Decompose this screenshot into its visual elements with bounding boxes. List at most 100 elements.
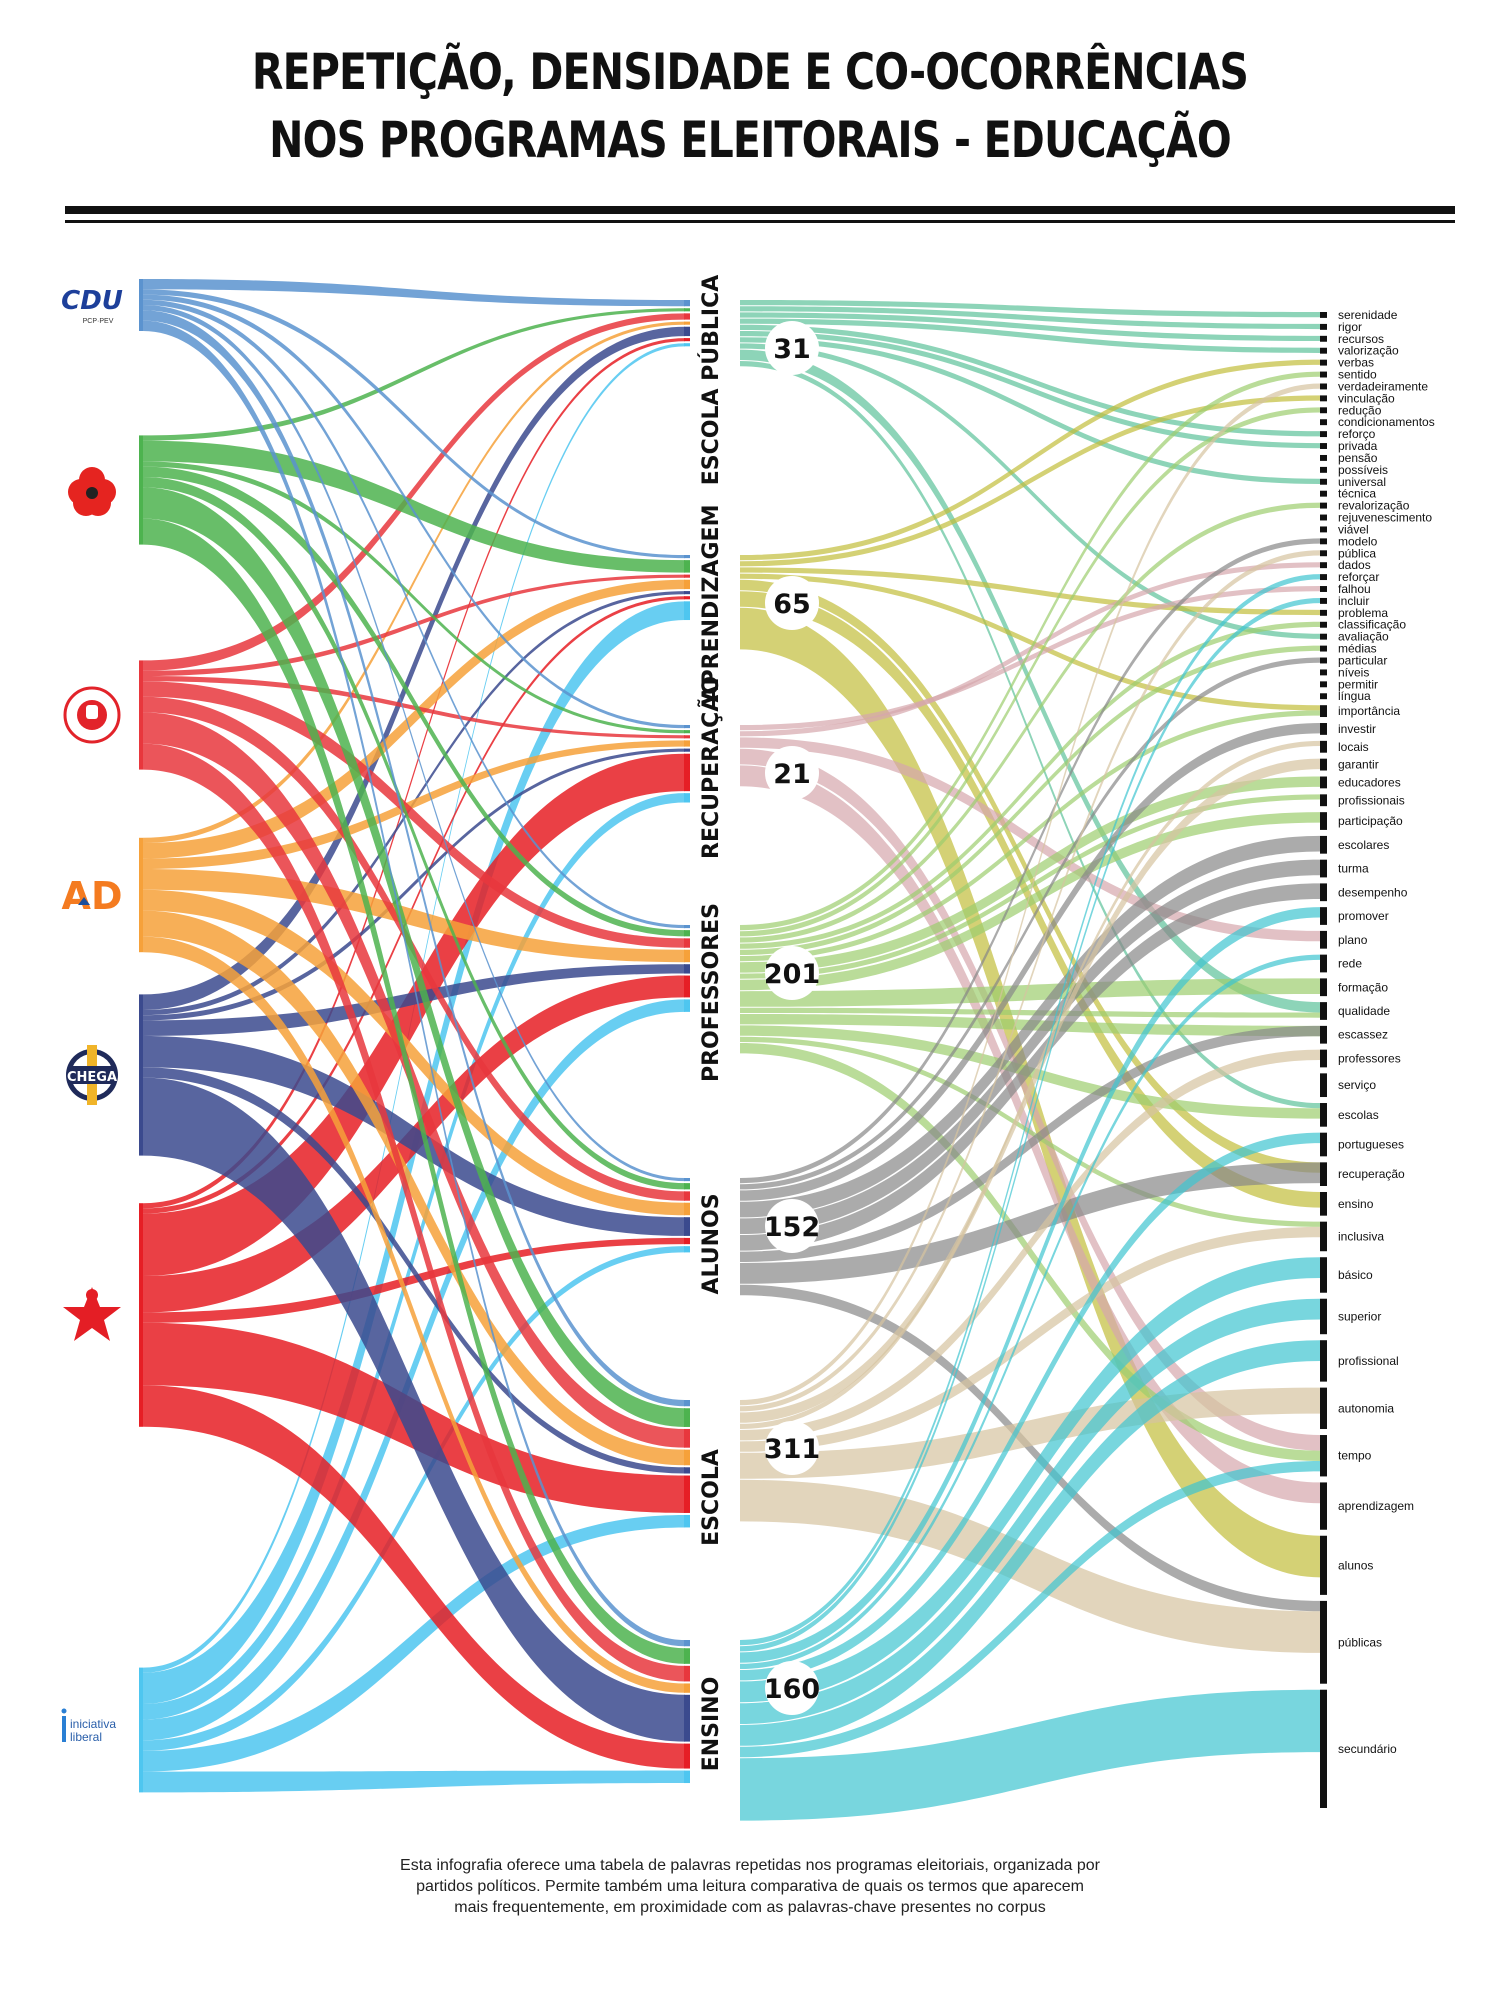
word-label-incluir: incluir [1338, 594, 1369, 608]
word-label-secundario: secundário [1338, 1742, 1397, 1756]
link-ensino-incluir [740, 597, 1320, 1652]
kw-tick-ad-escola-publica [684, 321, 690, 325]
link-chega-ensino [143, 1077, 685, 1742]
word-node-privada [1320, 443, 1327, 449]
word-node-professores [1320, 1049, 1327, 1068]
word-node-pensao [1320, 454, 1327, 461]
link-recuperacao-falhou [740, 586, 1320, 731]
ad-logo-mark [78, 897, 90, 905]
word-label-aprendizagem: aprendizagem [1338, 1499, 1414, 1513]
link-escola-publica-universal [740, 337, 1320, 485]
be-star-head [86, 1289, 98, 1301]
kw-tick-ad-recuperacao [684, 740, 690, 747]
link-escola-professores [740, 1049, 1320, 1441]
word-node-verdadeiramente [1320, 383, 1327, 390]
kw-tick-cdu-ensino [684, 1640, 690, 1647]
link-ad-escola-publica [143, 321, 685, 844]
kw-tick-pan-escola [684, 1408, 690, 1427]
word-label-universal: universal [1338, 475, 1386, 489]
word-label-pensao: pensão [1338, 451, 1378, 465]
keyword-label-professores: PROFESSORES [699, 903, 724, 1082]
word-node-reforcar [1320, 574, 1327, 581]
link-escola-publica-privada [740, 331, 1320, 449]
word-label-escassez: escassez [1338, 1028, 1388, 1042]
link-escola-publica-escolas [740, 361, 1320, 1109]
party-links [143, 279, 685, 1793]
word-label-garantir: garantir [1338, 758, 1379, 772]
link-ensino-secundario [740, 1689, 1320, 1821]
il-dot [61, 1708, 67, 1714]
link-pan-alunos [143, 477, 685, 1190]
word-label-professores: professores [1338, 1051, 1401, 1065]
word-node-rigor [1320, 323, 1327, 330]
word-node-avaliacao [1320, 633, 1327, 640]
link-pan-ensino [143, 518, 685, 1664]
word-label-promover: promover [1338, 909, 1389, 923]
link-alunos-modelo [740, 538, 1320, 1184]
count-value-escola-publica: 31 [773, 334, 811, 365]
link-chega-alunos [143, 1036, 685, 1236]
link-professores-formacao [740, 978, 1320, 1007]
keyword-label-recuperacao: RECUPERAÇÃO [698, 676, 724, 859]
word-label-falhou: falhou [1338, 582, 1371, 596]
count-badge-escola [765, 1421, 819, 1475]
kw-tick-pan-alunos [684, 1183, 690, 1190]
link-escola-publica-qualidade [740, 349, 1320, 1013]
word-node-rejuvenescimento [1320, 514, 1327, 521]
count-badge-ensino [765, 1661, 819, 1715]
word-node-garantir [1320, 758, 1327, 771]
link-professores-tempo [740, 1043, 1320, 1462]
word-label-publica: pública [1338, 546, 1376, 560]
word-node-plano [1320, 930, 1327, 949]
kw-tick-chega-professores [684, 964, 690, 974]
word-label-turma: turma [1338, 862, 1369, 876]
word-label-rede: rede [1338, 957, 1362, 971]
word-node-investir [1320, 723, 1327, 735]
word-node-dados [1320, 562, 1327, 569]
link-ad-alunos [143, 889, 685, 1216]
link-professores-sentido [740, 371, 1320, 931]
link-be-alunos [143, 1237, 685, 1323]
kw-tick-cdu-escola-publica [684, 300, 690, 307]
link-escola-publica-rigor [740, 306, 1320, 330]
link-aprendizagem-problema [740, 567, 1320, 616]
word-label-portugueses: portugueses [1338, 1138, 1404, 1152]
link-il-alunos [143, 1246, 685, 1751]
link-professores-classificacao [740, 621, 1320, 949]
word-node-niveis [1320, 669, 1327, 676]
link-ensino-profissional [740, 1340, 1320, 1746]
link-alunos-investir [740, 723, 1320, 1201]
word-label-condicionamentos: condicionamentos [1338, 415, 1435, 429]
count-value-recuperacao: 21 [773, 759, 811, 790]
kw-tick-be-aprendizagem [684, 596, 690, 600]
word-node-escolas [1320, 1103, 1327, 1127]
link-escola-autonomia [740, 1387, 1320, 1479]
kw-tick-chega-recuperacao [684, 748, 690, 752]
word-label-formacao: formação [1338, 980, 1388, 994]
word-node-formacao [1320, 978, 1327, 997]
kw-tick-ps-ensino [684, 1665, 690, 1682]
kw-tick-ad-aprendizagem [684, 579, 690, 590]
word-node-viavel [1320, 526, 1327, 533]
link-il-professores [143, 999, 685, 1741]
word-label-qualidade: qualidade [1338, 1004, 1390, 1018]
word-node-basico [1320, 1257, 1327, 1293]
word-node-problema [1320, 609, 1327, 616]
word-label-medias: médias [1338, 642, 1377, 656]
party-node-pan [139, 435, 143, 545]
link-professores-reducao [740, 407, 1320, 937]
party-node-chega [139, 994, 143, 1156]
word-label-inclusiva: inclusiva [1338, 1229, 1384, 1243]
word-node-ensino [1320, 1192, 1327, 1216]
count-badge-alunos [765, 1199, 819, 1253]
kw-tick-chega-escola [684, 1467, 690, 1474]
link-ensino-superior [740, 1298, 1320, 1724]
word-label-viavel: viável [1338, 522, 1369, 536]
link-escola-locais [740, 740, 1320, 1429]
word-label-investir: investir [1338, 722, 1376, 736]
word-node-secundario [1320, 1689, 1327, 1808]
link-professores-participacao [740, 812, 1320, 991]
